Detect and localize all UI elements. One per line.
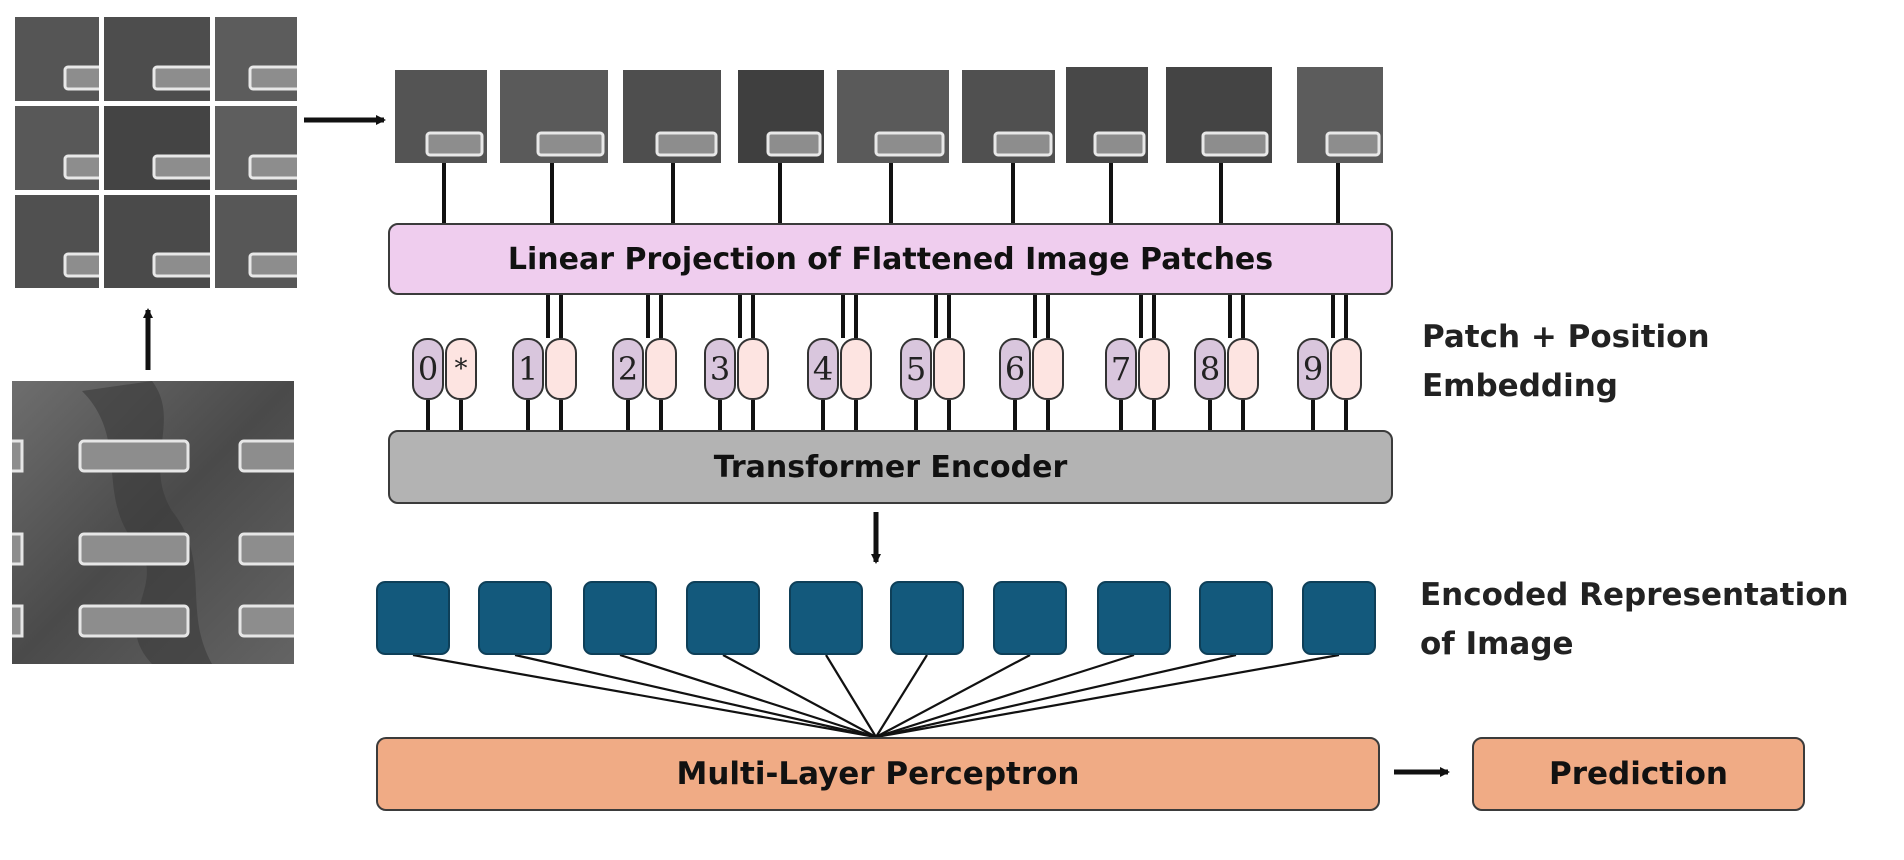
fan-line (875, 653, 1340, 739)
encoded-token (1097, 581, 1171, 655)
transformer-encoder-label: Transformer Encoder (713, 449, 1068, 485)
fan-line (875, 653, 1237, 739)
patch-position-embedding-label: Patch + Position Embedding (1422, 313, 1710, 411)
grid-patch (215, 106, 297, 190)
linear-projection-label: Linear Projection of Flattened Image Pat… (507, 241, 1274, 277)
fan-line (875, 654, 928, 738)
linear-projection-box: Linear Projection of Flattened Image Pat… (388, 223, 1393, 295)
position-embedding-token (1032, 338, 1064, 400)
encoded-token (993, 581, 1067, 655)
grid-patch (15, 17, 99, 101)
fan-line (875, 654, 1031, 738)
position-embedding-token (840, 338, 872, 400)
encoded-token (1199, 581, 1273, 655)
patch-embedding-token: 7 (1105, 338, 1137, 400)
grid-patch (15, 106, 99, 190)
patch-embedding-token: 8 (1194, 338, 1226, 400)
fan-line (514, 653, 877, 739)
grid-patch (104, 106, 210, 190)
position-embedding-token (1227, 338, 1259, 400)
transformer-encoder-box: Transformer Encoder (388, 430, 1393, 504)
sequence-patch (500, 70, 608, 163)
position-embedding-token (1330, 338, 1362, 400)
mlp-label: Multi-Layer Perceptron (676, 756, 1080, 792)
fan-line (825, 654, 877, 738)
grid-patch (215, 17, 297, 101)
patch-embedding-token: 9 (1297, 338, 1329, 400)
patch-embedding-token: 5 (900, 338, 932, 400)
fan-line (722, 654, 877, 738)
grid-patch (15, 195, 99, 288)
sequence-patch (1066, 67, 1148, 163)
grid-patch (104, 17, 210, 101)
sequence-patch (623, 70, 721, 163)
prediction-box: Prediction (1472, 737, 1805, 811)
encoded-token (890, 581, 964, 655)
encoded-label-line2: of Image (1420, 626, 1574, 662)
encoded-token (376, 581, 450, 655)
input-image (12, 381, 294, 664)
sequence-patch (962, 70, 1055, 163)
position-embedding-token (645, 338, 677, 400)
sequence-patch (1297, 67, 1383, 163)
encoded-token (478, 581, 552, 655)
patch-position-label-line2: Embedding (1422, 368, 1618, 404)
fan-line (875, 653, 1135, 739)
grid-patch (215, 195, 297, 288)
mlp-box: Multi-Layer Perceptron (376, 737, 1380, 811)
position-embedding-token (1138, 338, 1170, 400)
sequence-patch (738, 70, 824, 163)
grid-patch (104, 195, 210, 288)
encoded-token (583, 581, 657, 655)
position-embedding-token (545, 338, 577, 400)
encoded-token (686, 581, 760, 655)
position-embedding-token (737, 338, 769, 400)
sequence-patch (395, 70, 487, 163)
patch-embedding-token: 0 (412, 338, 444, 400)
encoded-token (1302, 581, 1376, 655)
prediction-label: Prediction (1548, 756, 1729, 792)
patch-embedding-token: 4 (807, 338, 839, 400)
sequence-patch (837, 70, 949, 163)
encoded-token (789, 581, 863, 655)
sequence-patch (1166, 67, 1272, 163)
fan-line (619, 653, 877, 739)
patch-embedding-token: 6 (999, 338, 1031, 400)
patch-embedding-token: 2 (612, 338, 644, 400)
encoded-label-line1: Encoded Representation (1420, 577, 1849, 613)
encoded-representation-label: Encoded Representation of Image (1420, 571, 1849, 669)
position-embedding-token: * (445, 338, 477, 400)
fan-line (412, 653, 877, 739)
position-embedding-token (933, 338, 965, 400)
patch-position-label-line1: Patch + Position (1422, 319, 1710, 355)
patch-embedding-token: 1 (512, 338, 544, 400)
patch-embedding-token: 3 (704, 338, 736, 400)
